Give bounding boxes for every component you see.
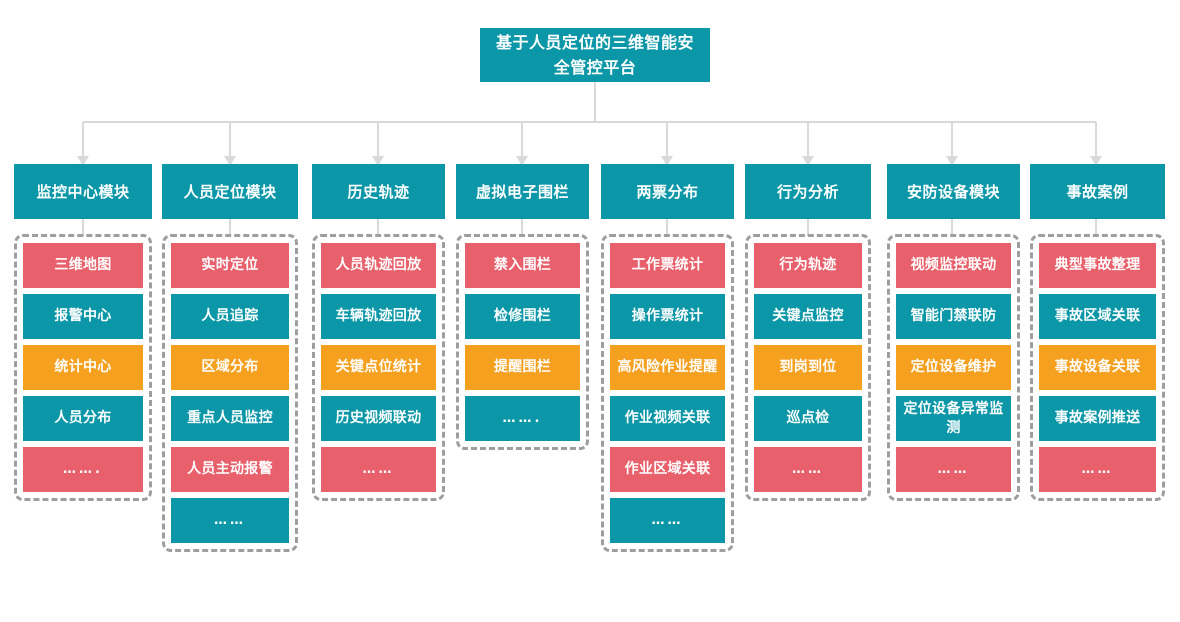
module-header-1[interactable]: 监控中心模块 <box>14 164 152 219</box>
module-column-2: 人员定位模块 实时定位 人员追踪 区域分布 重点人员监控 人员主动报警 …… <box>162 164 298 552</box>
feature-item[interactable]: 三维地图 <box>23 243 143 288</box>
feature-item[interactable]: 高风险作业提醒 <box>610 345 725 390</box>
feature-item[interactable]: 作业区域关联 <box>610 447 725 492</box>
feature-item[interactable]: 智能门禁联防 <box>896 294 1011 339</box>
feature-item[interactable]: 作业视频关联 <box>610 396 725 441</box>
module-column-6: 行为分析 行为轨迹 关键点监控 到岗到位 巡点检 …… <box>745 164 871 501</box>
feature-item[interactable]: 人员主动报警 <box>171 447 289 492</box>
feature-item[interactable]: 人员轨迹回放 <box>321 243 436 288</box>
feature-item[interactable]: 统计中心 <box>23 345 143 390</box>
module-group-6: 行为轨迹 关键点监控 到岗到位 巡点检 …… <box>745 234 871 501</box>
feature-item-more[interactable]: …… <box>1039 447 1156 492</box>
feature-item[interactable]: 行为轨迹 <box>754 243 862 288</box>
feature-item[interactable]: 人员分布 <box>23 396 143 441</box>
module-header-7[interactable]: 安防设备模块 <box>887 164 1020 219</box>
feature-item[interactable]: 关键点位统计 <box>321 345 436 390</box>
feature-item-more[interactable]: …… <box>896 447 1011 492</box>
feature-item[interactable]: 报警中心 <box>23 294 143 339</box>
feature-item[interactable]: 巡点检 <box>754 396 862 441</box>
module-header-6[interactable]: 行为分析 <box>745 164 871 219</box>
feature-item[interactable]: 重点人员监控 <box>171 396 289 441</box>
module-column-4: 虚拟电子围栏 禁入围栏 检修围栏 提醒围栏 ……. <box>456 164 589 450</box>
feature-item[interactable]: 关键点监控 <box>754 294 862 339</box>
feature-item[interactable]: 历史视频联动 <box>321 396 436 441</box>
feature-item[interactable]: 检修围栏 <box>465 294 580 339</box>
feature-item[interactable]: 典型事故整理 <box>1039 243 1156 288</box>
feature-item[interactable]: 到岗到位 <box>754 345 862 390</box>
feature-item-more[interactable]: …… <box>171 498 289 543</box>
module-group-8: 典型事故整理 事故区域关联 事故设备关联 事故案例推送 …… <box>1030 234 1165 501</box>
feature-item[interactable]: 提醒围栏 <box>465 345 580 390</box>
module-header-2[interactable]: 人员定位模块 <box>162 164 298 219</box>
module-header-4[interactable]: 虚拟电子围栏 <box>456 164 589 219</box>
feature-item[interactable]: 定位设备异常监测 <box>896 396 1011 441</box>
feature-item[interactable]: 定位设备维护 <box>896 345 1011 390</box>
feature-item[interactable]: 区域分布 <box>171 345 289 390</box>
feature-item[interactable]: 禁入围栏 <box>465 243 580 288</box>
module-column-1: 监控中心模块 三维地图 报警中心 统计中心 人员分布 ……. <box>14 164 152 501</box>
feature-item[interactable]: 人员追踪 <box>171 294 289 339</box>
feature-item[interactable]: 实时定位 <box>171 243 289 288</box>
feature-item[interactable]: 事故区域关联 <box>1039 294 1156 339</box>
feature-item[interactable]: 操作票统计 <box>610 294 725 339</box>
feature-item-more[interactable]: …… <box>754 447 862 492</box>
module-group-2: 实时定位 人员追踪 区域分布 重点人员监控 人员主动报警 …… <box>162 234 298 552</box>
root-title-node: 基于人员定位的三维智能安全管控平台 <box>480 28 710 82</box>
module-column-8: 事故案例 典型事故整理 事故区域关联 事故设备关联 事故案例推送 …… <box>1030 164 1165 501</box>
feature-item-more[interactable]: ……. <box>465 396 580 441</box>
feature-item[interactable]: 车辆轨迹回放 <box>321 294 436 339</box>
module-group-5: 工作票统计 操作票统计 高风险作业提醒 作业视频关联 作业区域关联 …… <box>601 234 734 552</box>
feature-item[interactable]: 视频监控联动 <box>896 243 1011 288</box>
module-group-1: 三维地图 报警中心 统计中心 人员分布 ……. <box>14 234 152 501</box>
module-header-3[interactable]: 历史轨迹 <box>312 164 445 219</box>
module-column-5: 两票分布 工作票统计 操作票统计 高风险作业提醒 作业视频关联 作业区域关联 …… <box>601 164 734 552</box>
module-column-3: 历史轨迹 人员轨迹回放 车辆轨迹回放 关键点位统计 历史视频联动 …… <box>312 164 445 501</box>
module-group-3: 人员轨迹回放 车辆轨迹回放 关键点位统计 历史视频联动 …… <box>312 234 445 501</box>
module-column-7: 安防设备模块 视频监控联动 智能门禁联防 定位设备维护 定位设备异常监测 …… <box>887 164 1020 501</box>
feature-item[interactable]: 事故设备关联 <box>1039 345 1156 390</box>
feature-item[interactable]: 事故案例推送 <box>1039 396 1156 441</box>
feature-item-more[interactable]: ……. <box>23 447 143 492</box>
module-group-4: 禁入围栏 检修围栏 提醒围栏 ……. <box>456 234 589 450</box>
module-header-8[interactable]: 事故案例 <box>1030 164 1165 219</box>
feature-item-more[interactable]: …… <box>610 498 725 543</box>
feature-item[interactable]: 工作票统计 <box>610 243 725 288</box>
feature-item-more[interactable]: …… <box>321 447 436 492</box>
module-header-5[interactable]: 两票分布 <box>601 164 734 219</box>
module-group-7: 视频监控联动 智能门禁联防 定位设备维护 定位设备异常监测 …… <box>887 234 1020 501</box>
